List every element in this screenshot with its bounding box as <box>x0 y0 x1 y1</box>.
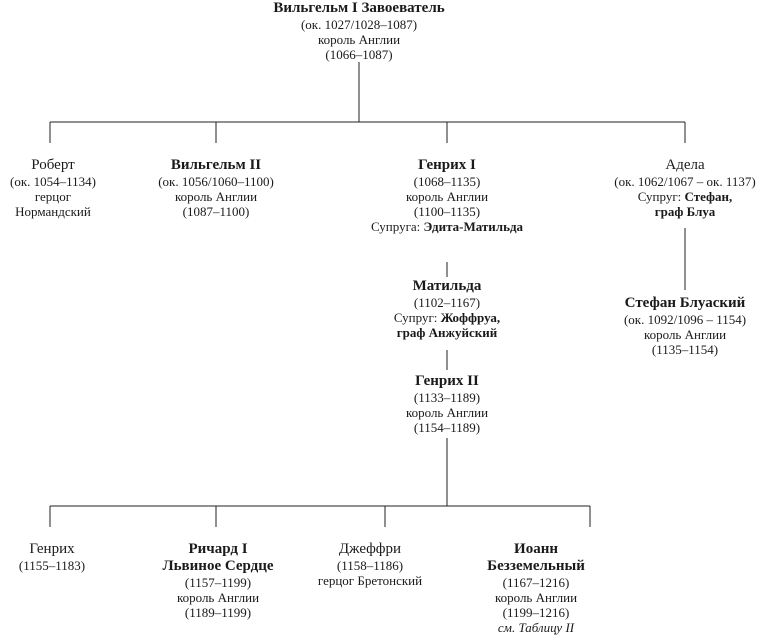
cross-reference-note: см. Таблицу II <box>497 620 575 635</box>
person-reign: (1087–1100) <box>182 204 250 219</box>
person-reign: (1135–1154) <box>651 342 719 357</box>
node-adela: Адела (ок. 1062/1067 – ок. 1137) Супруг:… <box>614 157 755 219</box>
person-reign: (1154–1189) <box>413 420 481 435</box>
person-name: Джеффри <box>338 541 402 557</box>
person-dates: (1158–1186) <box>336 558 404 573</box>
person-spouse: Супруг: Стефан, <box>637 189 733 204</box>
person-dates: (ок. 1062/1067 – ок. 1137) <box>614 174 756 189</box>
person-title: герцог <box>34 189 72 204</box>
node-john: Иоанн Безземельный (1167–1216) король Ан… <box>487 541 585 635</box>
person-reign: (1100–1135) <box>413 204 481 219</box>
person-title: король Англии <box>174 189 258 204</box>
person-reign: (1189–1199) <box>184 605 252 620</box>
person-title: герцог Бретонский <box>317 573 423 588</box>
person-spouse: Супруга: Эдита-Матильда <box>370 219 524 234</box>
node-william-i: Вильгельм I Завоеватель (ок. 1027/1028–1… <box>273 0 444 62</box>
person-name: Стефан Блуаский <box>624 295 746 311</box>
person-title-2: Нормандский <box>15 204 91 219</box>
person-name: Роберт <box>31 157 75 173</box>
person-dates: (1155–1183) <box>18 558 86 573</box>
person-title: король Англии <box>317 32 401 47</box>
node-stephen: Стефан Блуаский (ок. 1092/1096 – 1154) к… <box>624 295 746 357</box>
person-spouse-2: граф Анжуйский <box>396 325 498 340</box>
node-henry-young: Генрих (1155–1183) <box>19 541 85 573</box>
person-name: Вильгельм I Завоеватель <box>273 0 445 16</box>
person-name: Генрих I <box>418 157 476 173</box>
person-spouse-2: граф Блуа <box>654 204 716 219</box>
person-name: Вильгельм II <box>170 157 262 173</box>
person-name: Генрих <box>29 541 75 557</box>
person-reign: (1066–1087) <box>325 47 393 62</box>
person-dates: (ок. 1027/1028–1087) <box>300 17 418 32</box>
person-dates: (1167–1216) <box>502 575 570 590</box>
person-dates: (1157–1199) <box>184 575 252 590</box>
person-dates: (ок. 1056/1060–1100) <box>158 174 274 189</box>
node-matilda: Матильда (1102–1167) Супруг: Жоффруа, гр… <box>394 278 500 340</box>
person-dates: (ок. 1054–1134) <box>10 174 96 189</box>
person-dates: (1133–1189) <box>413 390 481 405</box>
node-geoffrey: Джеффри (1158–1186) герцог Бретонский <box>318 541 422 588</box>
person-title: король Англии <box>176 590 260 605</box>
person-epithet: Безземельный <box>487 558 585 574</box>
node-henry-i: Генрих I (1068–1135) король Англии (1100… <box>371 157 523 234</box>
node-richard-i: Ричард I Львиное Сердце (1157–1199) коро… <box>162 541 273 620</box>
person-dates: (1102–1167) <box>413 295 481 310</box>
person-dates: (ок. 1092/1096 – 1154) <box>623 312 747 327</box>
person-name: Матильда <box>412 278 482 294</box>
person-name: Ричард I <box>188 541 248 557</box>
node-henry-ii: Генрих II (1133–1189) король Англии (115… <box>406 373 488 435</box>
person-dates: (1068–1135) <box>413 174 481 189</box>
person-name: Генрих II <box>415 373 479 389</box>
person-title: король Англии <box>494 590 578 605</box>
person-title: король Англии <box>643 327 727 342</box>
person-title: король Англии <box>405 405 489 420</box>
person-epithet: Львиное Сердце <box>162 558 274 574</box>
person-spouse: Супруг: Жоффруа, <box>393 310 501 325</box>
person-name: Иоанн <box>514 541 558 557</box>
node-robert: Роберт (ок. 1054–1134) герцог Нормандски… <box>10 157 96 219</box>
person-title: король Англии <box>405 189 489 204</box>
person-name: Адела <box>665 157 705 173</box>
node-william-ii: Вильгельм II (ок. 1056/1060–1100) король… <box>158 157 274 219</box>
person-reign: (1199–1216) <box>502 605 570 620</box>
